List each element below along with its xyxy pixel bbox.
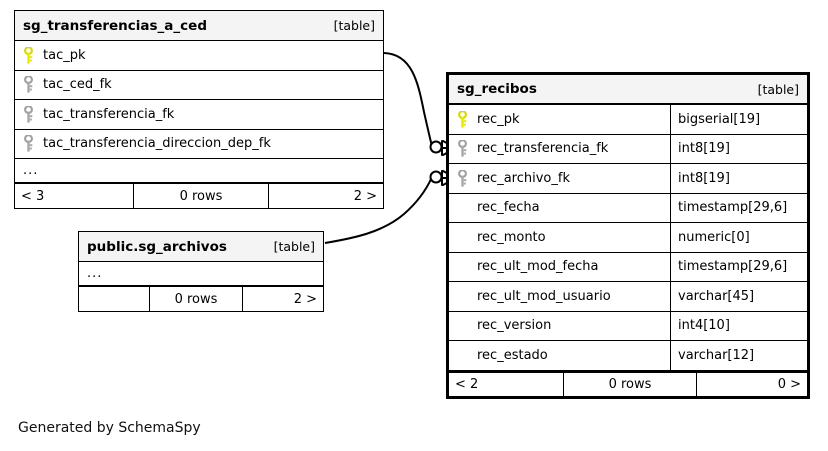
column-name-cell: rec_ult_mod_fecha — [449, 253, 670, 282]
footer-next-link[interactable]: 2 > — [293, 291, 317, 307]
table-row[interactable]: tac_pk — [15, 41, 383, 71]
column-type: timestamp[29,6] — [670, 252, 807, 281]
generated-by-caption: Generated by SchemaSpy — [18, 420, 201, 436]
footer-next-link[interactable]: 2 > — [353, 188, 377, 204]
column-type: numeric[0] — [670, 223, 807, 252]
ellipsis-label: ... — [23, 163, 39, 178]
table-sg-recibos[interactable]: sg_recibos [table] rec_pk bigserial[19] — [446, 72, 810, 399]
column-name-cell: rec_fecha — [449, 194, 670, 223]
column-name: rec_ult_mod_fecha — [477, 259, 599, 275]
column-name-cell: tac_transferencia_fk — [15, 100, 383, 129]
table-type-tag: [table] — [273, 239, 315, 254]
column-name: tac_transferencia_fk — [43, 106, 175, 122]
column-name: rec_estado — [477, 347, 548, 363]
table-footer: 0 rows 2 > — [79, 286, 323, 311]
table-title: sg_recibos — [457, 81, 537, 97]
table-header[interactable]: public.sg_archivos [table] — [79, 232, 323, 262]
ellipsis-label: ... — [87, 266, 103, 281]
footer-row-count: 0 rows — [563, 372, 697, 396]
table-title: public.sg_archivos — [87, 238, 227, 255]
more-columns-row[interactable]: ... — [15, 159, 383, 183]
primary-key-icon — [23, 46, 43, 64]
foreign-key-icon — [457, 169, 477, 187]
more-columns-row[interactable]: ... — [79, 262, 323, 286]
table-row[interactable]: rec_pk bigserial[19] — [449, 105, 807, 135]
table-header[interactable]: sg_recibos [table] — [449, 75, 807, 105]
foreign-key-icon — [23, 76, 43, 93]
footer-prev-link[interactable]: < 2 — [455, 376, 479, 392]
table-row[interactable]: rec_archivo_fk int8[19] — [449, 164, 807, 194]
column-name: tac_pk — [43, 47, 86, 63]
table-row[interactable]: rec_version int4[10] — [449, 311, 807, 341]
footer-row-count: 0 rows — [149, 287, 243, 311]
table-row[interactable]: rec_fecha timestamp[29,6] — [449, 193, 807, 223]
column-type: timestamp[29,6] — [670, 193, 807, 222]
column-name: rec_monto — [477, 229, 546, 245]
foreign-key-icon — [23, 105, 43, 123]
table-header[interactable]: sg_transferencias_a_ced [table] — [15, 11, 383, 41]
column-type: varchar[12] — [670, 341, 807, 370]
table-row[interactable]: rec_ult_mod_fecha timestamp[29,6] — [449, 252, 807, 282]
table-footer: < 2 0 rows 0 > — [449, 370, 807, 396]
foreign-key-icon — [457, 140, 477, 157]
column-name: rec_version — [477, 318, 552, 334]
column-name-cell: tac_pk — [15, 41, 383, 70]
table-public-sg-archivos[interactable]: public.sg_archivos [table] ... 0 rows 2 … — [78, 231, 324, 312]
primary-key-icon — [457, 110, 477, 128]
column-type: int4[10] — [670, 311, 807, 340]
table-footer: < 3 0 rows 2 > — [15, 183, 383, 208]
column-type: bigserial[19] — [670, 105, 807, 134]
table-row[interactable]: tac_ced_fk — [15, 70, 383, 100]
column-type: varchar[45] — [670, 282, 807, 311]
column-name: tac_transferencia_direccion_dep_fk — [43, 136, 271, 152]
column-type: int8[19] — [670, 164, 807, 193]
column-name-cell: rec_monto — [449, 223, 670, 252]
foreign-key-icon — [23, 135, 43, 152]
column-name-cell: rec_transferencia_fk — [449, 135, 670, 164]
column-type: int8[19] — [670, 134, 807, 163]
table-title: sg_transferencias_a_ced — [23, 17, 207, 34]
column-name-cell: rec_archivo_fk — [449, 164, 670, 193]
column-name-cell: rec_pk — [449, 105, 670, 134]
column-name-cell: tac_ced_fk — [15, 71, 383, 100]
footer-next-link[interactable]: 0 > — [777, 376, 801, 392]
column-name-cell: rec_estado — [449, 341, 670, 370]
column-name: rec_archivo_fk — [477, 170, 570, 186]
column-name: tac_ced_fk — [43, 77, 112, 93]
column-name: rec_transferencia_fk — [477, 141, 609, 157]
footer-row-count: 0 rows — [133, 184, 269, 208]
table-row[interactable]: rec_monto numeric[0] — [449, 223, 807, 253]
footer-prev-link[interactable]: < 3 — [21, 188, 45, 204]
column-name: rec_pk — [477, 111, 520, 127]
table-type-tag: [table] — [757, 81, 799, 97]
table-sg-transferencias-a-ced[interactable]: sg_transferencias_a_ced [table] tac_pk — [14, 10, 384, 209]
table-type-tag: [table] — [333, 18, 375, 33]
table-row[interactable]: rec_estado varchar[12] — [449, 341, 807, 371]
column-name: rec_ult_mod_usuario — [477, 288, 611, 304]
column-name-cell: rec_version — [449, 312, 670, 341]
table-row[interactable]: rec_ult_mod_usuario varchar[45] — [449, 282, 807, 312]
column-name: rec_fecha — [477, 200, 540, 216]
column-name-cell: tac_transferencia_direccion_dep_fk — [15, 130, 383, 159]
table-row[interactable]: tac_transferencia_direccion_dep_fk — [15, 129, 383, 159]
table-row[interactable]: rec_transferencia_fk int8[19] — [449, 134, 807, 164]
footer-prev-link[interactable] — [79, 287, 149, 311]
table-row[interactable]: tac_transferencia_fk — [15, 100, 383, 130]
column-name-cell: rec_ult_mod_usuario — [449, 282, 670, 311]
